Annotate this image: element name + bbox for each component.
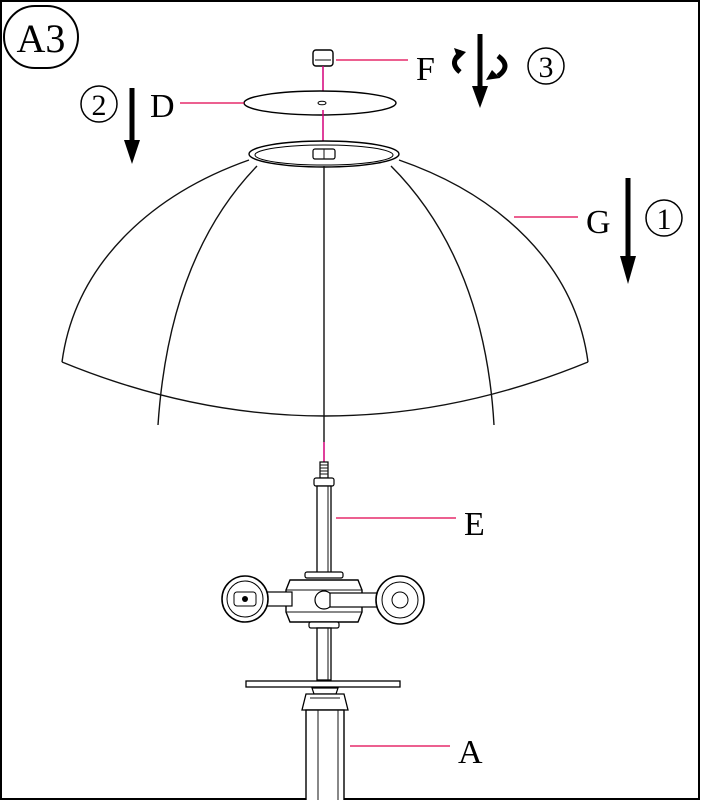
label-a: A <box>458 734 483 771</box>
label-d: D <box>150 88 175 125</box>
lower-stem <box>245 627 401 695</box>
shade-rib-left <box>157 165 258 426</box>
order-badge-f: 3 <box>527 47 565 85</box>
shade-rib-right <box>390 165 495 426</box>
down-arrow-icon-f <box>472 34 488 108</box>
order-f: 3 <box>539 51 554 84</box>
label-g: G <box>586 204 611 241</box>
order-d: 2 <box>92 89 107 122</box>
tray-plate <box>245 680 401 688</box>
part-d-disk <box>180 90 397 116</box>
shade-outline-right <box>398 159 589 363</box>
finial-knob <box>312 49 334 67</box>
label-f: F <box>416 51 435 88</box>
stem-tube <box>316 485 332 575</box>
part-g-shade <box>61 140 589 442</box>
order-badge-g: 1 <box>645 199 683 237</box>
rotate-arrows-icon <box>452 48 508 80</box>
order-g: 1 <box>657 203 672 236</box>
pole-coupler <box>301 693 349 711</box>
left-arm <box>265 591 293 607</box>
step-label: A3 <box>17 16 66 61</box>
part-a-pole <box>301 693 450 800</box>
socket-hub-assembly <box>221 571 425 629</box>
down-arrow-icon-d <box>124 88 140 164</box>
shade-outline-left <box>61 159 250 363</box>
part-e-stem <box>313 461 456 575</box>
threaded-rod <box>319 461 329 479</box>
down-arrow-icon-g <box>620 178 636 284</box>
order-badge-d: 2 <box>80 85 118 123</box>
step-badge-outline <box>3 5 79 69</box>
label-e: E <box>464 506 485 543</box>
part-f-finial <box>312 49 408 67</box>
shade-bottom-rim <box>61 361 589 417</box>
step-badge: A3 <box>3 5 79 69</box>
